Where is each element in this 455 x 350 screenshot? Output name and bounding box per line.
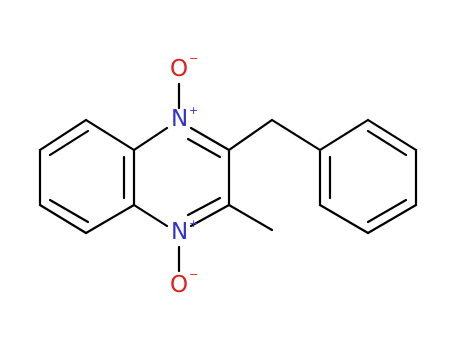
atom-o1-symbol: O [170,56,188,82]
atom-o1: O − [170,52,198,82]
atom-n4-charge: + [189,217,198,230]
bond-n4-c3 [189,203,231,228]
bond-c4a-c5 [84,118,136,152]
bond-n1-c2-double [186,137,222,159]
bond-c5-c6 [38,118,88,152]
bond-ph-inner-2-3 [366,129,408,157]
bond-inner-c7-c8 [48,198,90,224]
bond-c8a-n4 [132,203,169,228]
atom-o4-charge: − [189,268,198,281]
bond-ph-2-3 [366,118,418,152]
atom-n1-charge: + [189,104,198,117]
bond-c4a-n1 [132,126,169,152]
atom-n4-symbol: N [171,219,188,245]
atom-o4: O − [170,268,198,298]
bond-ph-4-5 [366,203,418,235]
bond-n1-c2 [189,126,231,152]
bond-c8-c8a [84,203,136,235]
atom-n4: N + [171,217,198,245]
atom-n1: N + [171,104,198,132]
bond-ph-inner-4-5 [366,198,408,224]
bond-inner-c5-c6 [48,129,90,157]
bond-ch2-phenyl [270,118,322,152]
atom-o1-charge: − [189,52,198,65]
atom-o4-symbol: O [170,272,188,298]
bond-ph-1-2 [318,118,370,152]
bond-n4-c3-double [186,196,222,217]
bond-c7-c8 [38,203,88,235]
atom-n1-symbol: N [171,106,188,132]
bond-c2-ch2 [227,118,274,152]
bond-c3-methyl [227,203,274,232]
bond-ph-5-6 [318,203,370,235]
